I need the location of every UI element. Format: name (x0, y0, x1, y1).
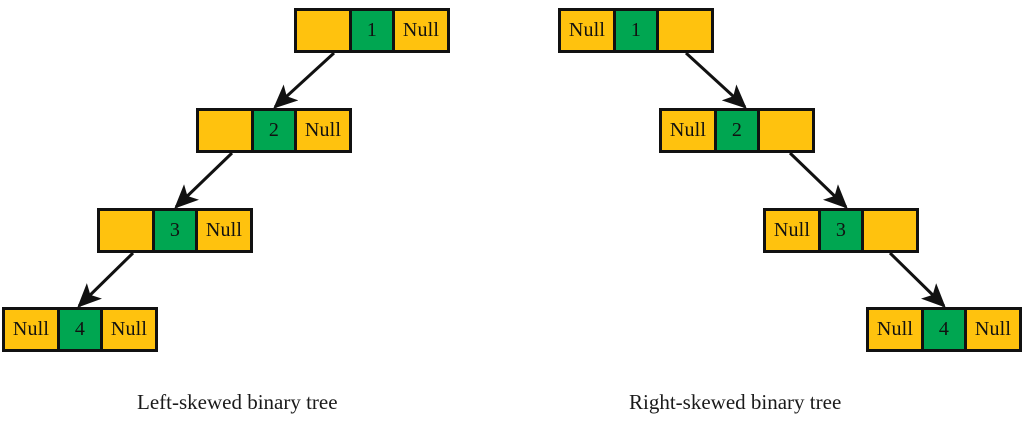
node-R1[interactable]: Null 1 (558, 8, 714, 53)
node-R2[interactable]: Null 2 (659, 108, 815, 153)
node-R1-data: 1 (613, 11, 659, 50)
node-L2-data: 2 (251, 111, 297, 150)
node-R3-right-pointer (864, 211, 916, 250)
node-L1-right-pointer: Null (395, 11, 447, 50)
node-R2-left-pointer: Null (662, 111, 714, 150)
node-R1-right-pointer (659, 11, 711, 50)
node-L3[interactable]: 3 Null (97, 208, 253, 253)
caption-right-skewed-tree: Right-skewed binary tree (629, 390, 842, 414)
node-R3-left-pointer: Null (766, 211, 818, 250)
node-R2-right-pointer (760, 111, 812, 150)
edge-L2-L3 (174, 151, 234, 209)
node-L4[interactable]: Null 4 Null (2, 307, 158, 352)
node-L1-data: 1 (349, 11, 395, 50)
node-R4-right-pointer: Null (967, 310, 1019, 349)
edge-L3-L4 (77, 251, 135, 308)
node-L4-left-pointer: Null (5, 310, 57, 349)
node-L4-right-pointer: Null (103, 310, 155, 349)
node-L3-left-pointer (100, 211, 152, 250)
node-L2-right-pointer: Null (297, 111, 349, 150)
node-R3[interactable]: Null 3 (763, 208, 919, 253)
node-L2[interactable]: 2 Null (196, 108, 352, 153)
node-L3-right-pointer: Null (198, 211, 250, 250)
node-R2-data: 2 (714, 111, 760, 150)
node-L1[interactable]: 1 Null (294, 8, 450, 53)
node-L1-left-pointer (297, 11, 349, 50)
node-R3-data: 3 (818, 211, 864, 250)
node-R4-data: 4 (921, 310, 967, 349)
node-R1-left-pointer: Null (561, 11, 613, 50)
edge-L1-L2 (273, 51, 336, 109)
node-R4-left-pointer: Null (869, 310, 921, 349)
node-R4[interactable]: Null 4 Null (866, 307, 1022, 352)
edge-R3-R4 (888, 251, 946, 308)
node-L2-left-pointer (199, 111, 251, 150)
edge-R1-R2 (684, 51, 747, 109)
edge-R2-R3 (788, 151, 848, 209)
node-L3-data: 3 (152, 211, 198, 250)
node-L4-data: 4 (57, 310, 103, 349)
caption-left-skewed-tree: Left-skewed binary tree (137, 390, 338, 414)
